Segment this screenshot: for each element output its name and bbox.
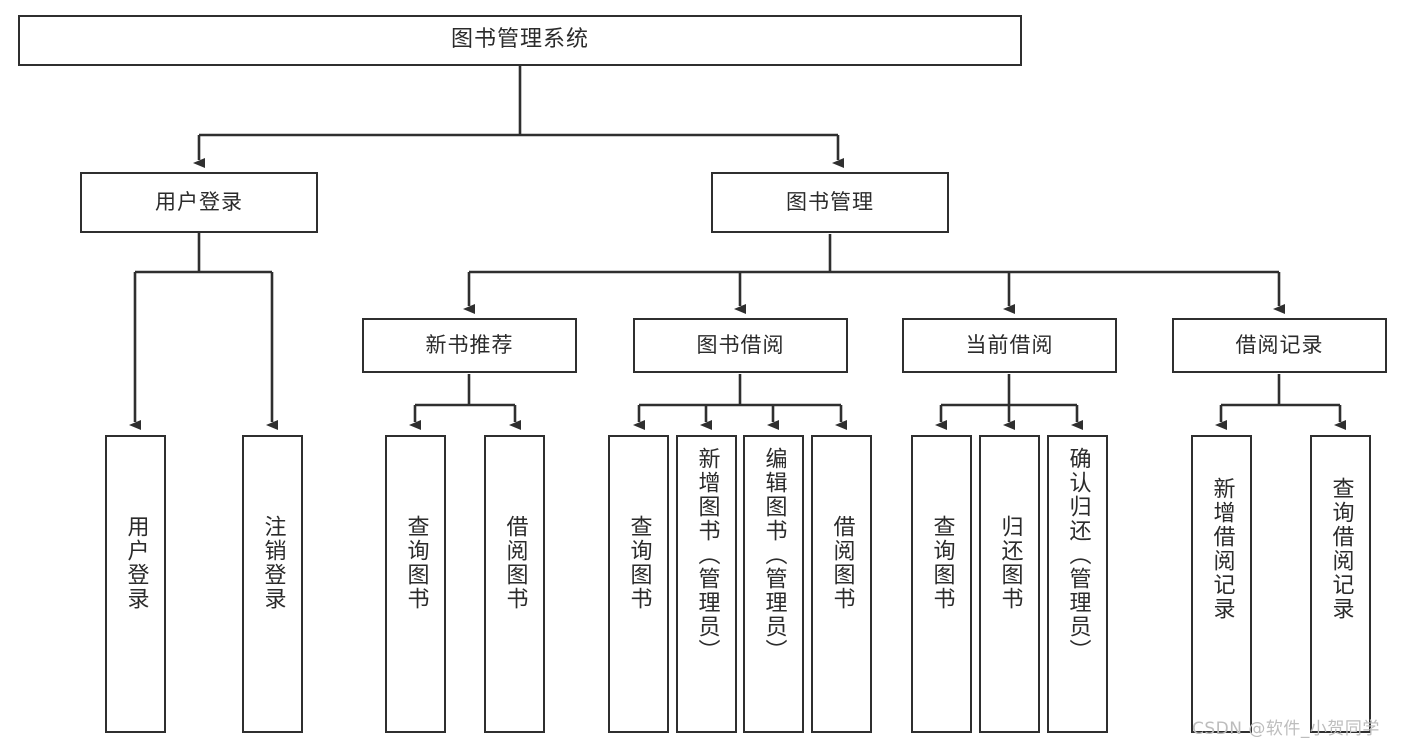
node-label: 当前借阅 bbox=[965, 332, 1054, 357]
leaf-label: 查询图书 bbox=[929, 515, 955, 611]
leaf-label: 编辑图书（管理员） bbox=[761, 447, 787, 663]
leaf-borrow-book[interactable]: 借阅图书 bbox=[811, 435, 872, 733]
leaf-label: 用户登录 bbox=[123, 515, 149, 611]
leaf-label: 注销登录 bbox=[260, 515, 286, 611]
leaf-label: 确认归还（管理员） bbox=[1065, 447, 1091, 663]
leaf-label: 新增图书（管理员） bbox=[694, 447, 720, 663]
node-current-borrow[interactable]: 当前借阅 bbox=[902, 318, 1117, 373]
leaf-confirm-return-admin[interactable]: 确认归还（管理员） bbox=[1047, 435, 1108, 733]
node-root-system[interactable]: 图书管理系统 bbox=[18, 15, 1022, 66]
leaf-label: 查询图书 bbox=[403, 515, 429, 611]
leaf-query-book-current[interactable]: 查询图书 bbox=[911, 435, 972, 733]
node-label: 用户登录 bbox=[155, 189, 243, 214]
leaf-edit-book-admin[interactable]: 编辑图书（管理员） bbox=[743, 435, 804, 733]
leaf-label: 借阅图书 bbox=[502, 515, 528, 611]
node-borrow-record[interactable]: 借阅记录 bbox=[1172, 318, 1387, 373]
node-label: 图书管理系统 bbox=[450, 27, 589, 53]
node-user-login[interactable]: 用户登录 bbox=[80, 172, 318, 233]
leaf-add-borrow-record[interactable]: 新增借阅记录 bbox=[1191, 435, 1252, 733]
node-book-borrow[interactable]: 图书借阅 bbox=[633, 318, 848, 373]
leaf-label: 查询借阅记录 bbox=[1328, 477, 1354, 621]
leaf-label: 新增借阅记录 bbox=[1209, 477, 1235, 621]
leaf-label: 查询图书 bbox=[626, 515, 652, 611]
leaf-label: 归还图书 bbox=[997, 515, 1023, 611]
node-label: 新书推荐 bbox=[425, 332, 514, 357]
leaf-query-book-borrow[interactable]: 查询图书 bbox=[608, 435, 669, 733]
node-label: 图书管理 bbox=[786, 189, 874, 214]
leaf-add-book-admin[interactable]: 新增图书（管理员） bbox=[676, 435, 737, 733]
leaf-borrow-book-recommend[interactable]: 借阅图书 bbox=[484, 435, 545, 733]
node-label: 借阅记录 bbox=[1235, 332, 1324, 357]
watermark: CSDN @软件_小贺同学 bbox=[1192, 719, 1380, 739]
leaf-query-book-recommend[interactable]: 查询图书 bbox=[385, 435, 446, 733]
leaf-query-borrow-record[interactable]: 查询借阅记录 bbox=[1310, 435, 1371, 733]
node-label: 图书借阅 bbox=[696, 332, 785, 357]
node-new-book-recommend[interactable]: 新书推荐 bbox=[362, 318, 577, 373]
leaf-return-book[interactable]: 归还图书 bbox=[979, 435, 1040, 733]
leaf-user-login[interactable]: 用户登录 bbox=[105, 435, 166, 733]
leaf-logout[interactable]: 注销登录 bbox=[242, 435, 303, 733]
leaf-label: 借阅图书 bbox=[829, 515, 855, 611]
node-book-management[interactable]: 图书管理 bbox=[711, 172, 949, 233]
